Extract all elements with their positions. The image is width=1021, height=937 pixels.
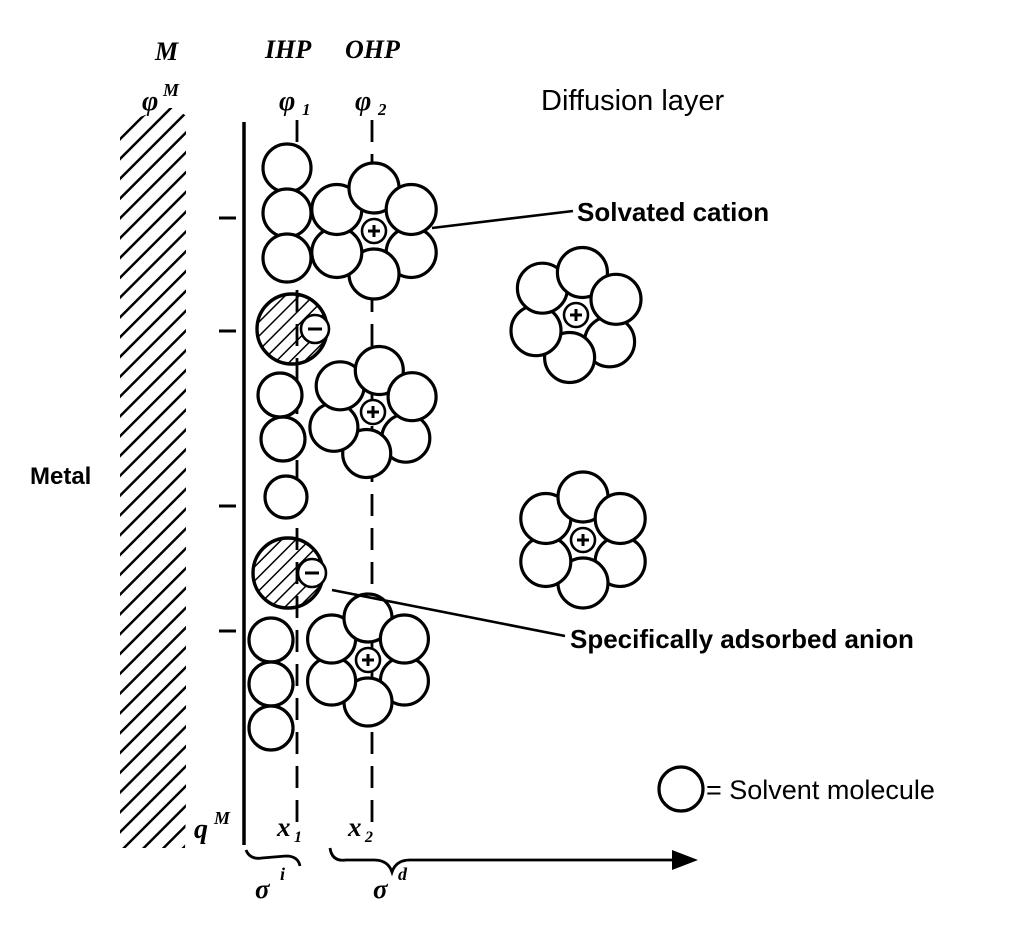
solvent-molecule: [384, 182, 438, 237]
svg-text:i: i: [280, 864, 285, 884]
svg-text:M: M: [162, 80, 180, 100]
metal-label: Metal: [30, 463, 91, 490]
ihp-solvent-column: [247, 142, 313, 752]
x1-label: x 1: [276, 812, 302, 846]
metal-potential-label: φ M: [142, 80, 180, 117]
svg-text:M: M: [213, 808, 231, 828]
adsorbed-anion-1: [255, 292, 331, 366]
phi2-label: φ 2: [355, 86, 387, 119]
ihp-label: IHP: [264, 35, 312, 64]
solvated-cation-cluster: [306, 592, 430, 728]
anion-pointer: [331, 588, 566, 638]
svg-text:φ: φ: [279, 86, 295, 117]
svg-text:φ: φ: [355, 86, 371, 117]
surface-charge-label: q M: [194, 808, 231, 845]
svg-text:2: 2: [377, 100, 387, 119]
sigma-d-arrow: [328, 847, 698, 877]
solvent-molecule: [386, 371, 438, 423]
ohp-label: OHP: [345, 35, 401, 64]
solvated-cation-cluster: [519, 470, 647, 610]
surface-charge-signs: [219, 216, 236, 633]
metal-symbol: M: [154, 37, 179, 66]
adsorbed-anion-2: [251, 536, 328, 610]
solvated-cations: [306, 161, 647, 728]
solvent-molecule: [589, 272, 643, 326]
svg-text:2: 2: [364, 829, 373, 846]
svg-text:1: 1: [294, 829, 302, 846]
svg-text:1: 1: [302, 100, 311, 119]
sigma-i-label: σ i: [255, 864, 285, 904]
svg-text:d: d: [398, 864, 408, 884]
svg-text:φ: φ: [142, 86, 158, 117]
svg-text:x: x: [276, 812, 291, 842]
solvated-cation-cluster: [310, 161, 438, 301]
solvated-cation-cluster: [308, 344, 438, 480]
solvated-cation-pointer: [431, 209, 574, 230]
anion-label: Specifically adsorbed anion: [570, 624, 914, 654]
phi1-label: φ 1: [279, 86, 311, 119]
svg-text:x: x: [347, 812, 362, 842]
metal-electrode: [120, 108, 186, 848]
solvent-legend-text: = Solvent molecule: [706, 775, 935, 805]
solvent-molecule: [378, 613, 430, 665]
svg-text:σ: σ: [373, 874, 389, 904]
solvent-molecule: [593, 491, 647, 546]
svg-text:q: q: [194, 814, 208, 845]
sigma-i-bracket: [244, 849, 302, 867]
sigma-d-label: σ d: [373, 864, 408, 904]
x2-label: x 2: [347, 812, 373, 846]
svg-text:σ: σ: [255, 874, 271, 904]
diffusion-layer-label: Diffusion layer: [541, 85, 725, 117]
solvated-cation-cluster: [509, 245, 643, 385]
solvent-legend-icon: [657, 765, 705, 813]
solvated-cation-label: Solvated cation: [577, 197, 769, 227]
